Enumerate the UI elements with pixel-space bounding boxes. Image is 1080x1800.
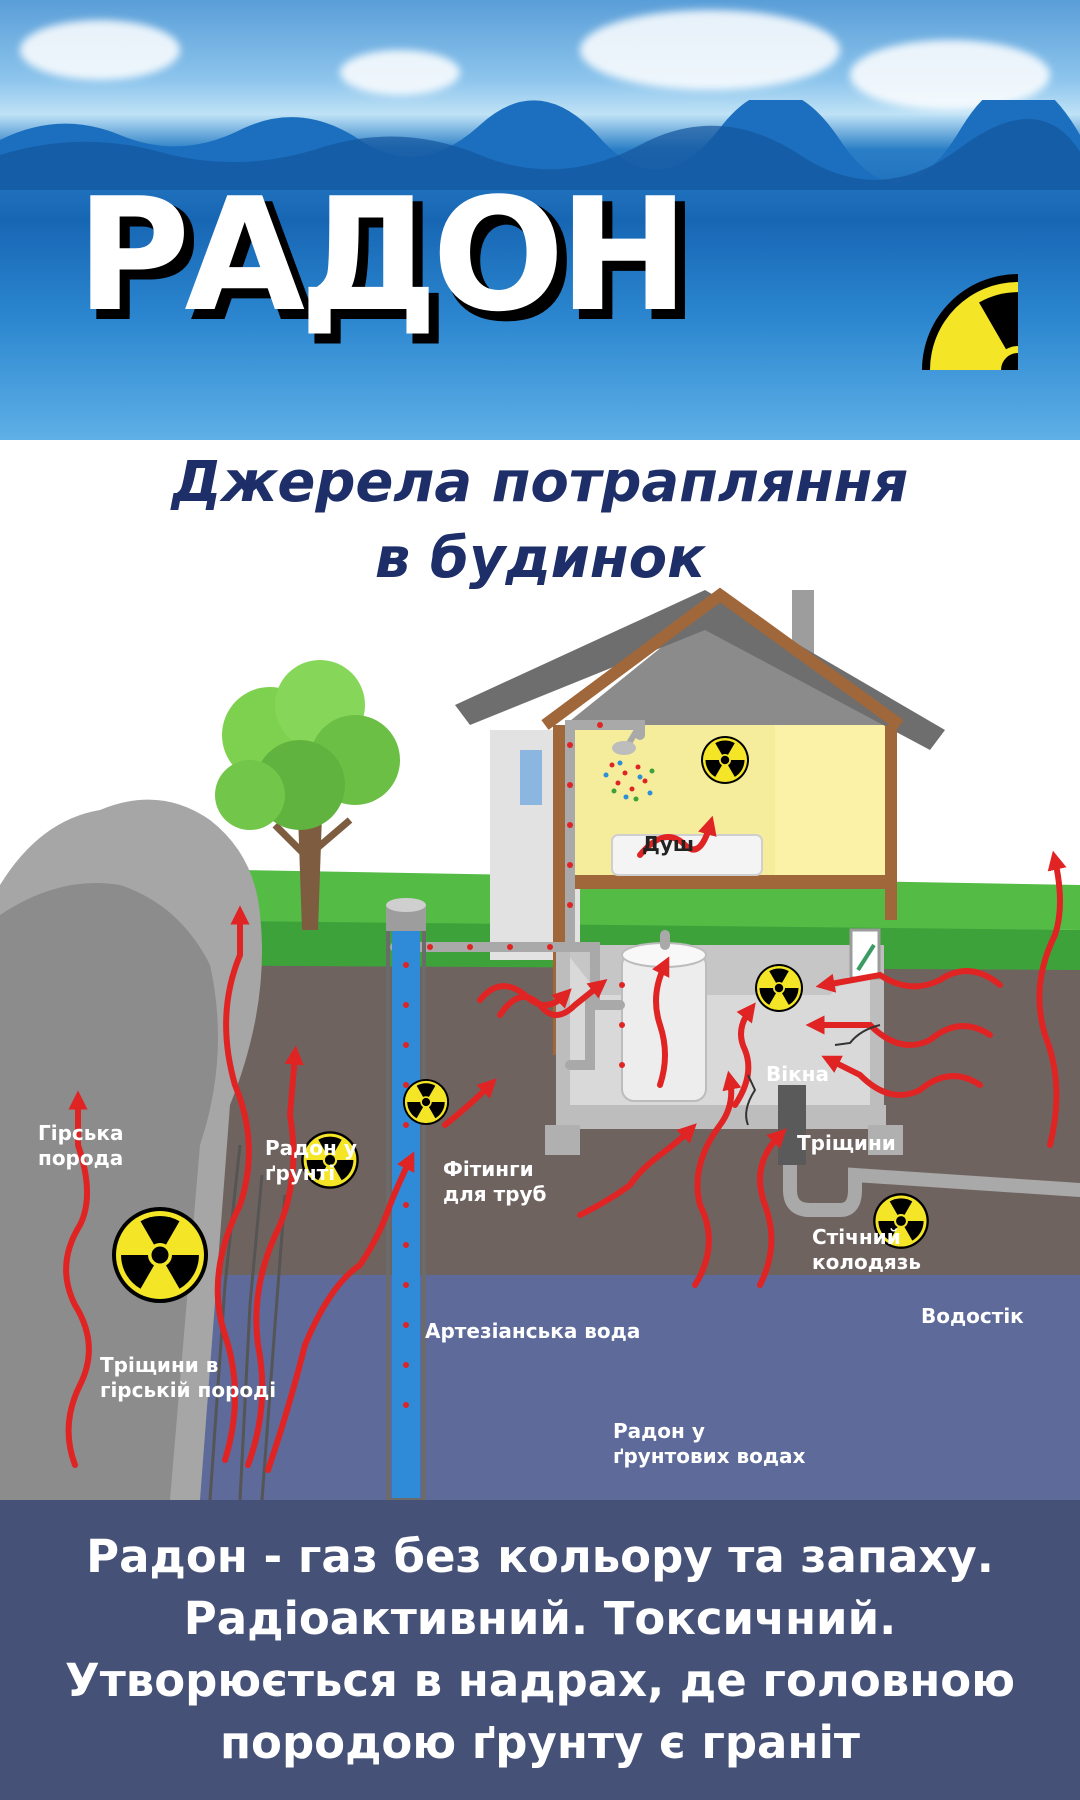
subtitle: Джерела потрапляння в будинок	[0, 445, 1080, 597]
water-surface	[0, 100, 1080, 190]
label-line: Фітинги	[443, 1157, 534, 1181]
footer-text: Радон - газ без кольору та запаху. Радіо…	[0, 1526, 1080, 1774]
footer-line: Радон - газ без кольору та запаху.	[86, 1530, 994, 1583]
label-cracks: Тріщини	[797, 1131, 896, 1155]
radiation-icon	[818, 170, 1018, 370]
tree-icon	[215, 660, 400, 930]
label-soil-radon: Радон у ґрунті	[265, 1136, 357, 1186]
rock-cracks	[208, 1144, 287, 1500]
label-sewer: Стічний колодязь	[812, 1225, 921, 1275]
radon-sources-diagram	[0, 587, 1080, 1500]
cloud-decoration	[850, 40, 1050, 110]
wall-crack	[834, 1024, 881, 1046]
subtitle-line: Джерела потрапляння	[171, 450, 909, 515]
radiation-icon	[755, 964, 803, 1012]
label-line: для труб	[443, 1182, 547, 1206]
footer-line: Утворюється в надрах, де головною	[65, 1654, 1015, 1707]
label-line: гірській породі	[100, 1378, 277, 1402]
rock-shadow	[0, 883, 218, 1500]
artesian-well	[386, 898, 426, 1500]
label-line: Радон у	[613, 1419, 705, 1443]
header-banner: РАДОН	[0, 0, 1080, 440]
radon-arrow-icon	[63, 815, 1067, 1473]
radiation-icon	[402, 1078, 450, 1126]
footer-line: Радіоактивний. Токсичний.	[183, 1592, 897, 1645]
label-line: Тріщини в	[100, 1353, 219, 1377]
label-line: Радон у	[265, 1136, 357, 1160]
poster-title: РАДОН	[76, 164, 689, 346]
label-drain: Водостік	[921, 1304, 1024, 1328]
label-groundwater: Радон у ґрунтових водах	[613, 1419, 805, 1469]
label-rock-cracks: Тріщини в гірській породі	[100, 1353, 276, 1403]
subtitle-line: в будинок	[374, 526, 706, 591]
label-rock: Гірська порода	[38, 1121, 124, 1171]
radiation-icon	[112, 1207, 208, 1303]
sewer-well	[778, 1085, 806, 1165]
label-line: порода	[38, 1146, 124, 1170]
label-fittings: Фітинги для труб	[443, 1157, 547, 1207]
label-line: ґрунтових водах	[613, 1444, 806, 1468]
label-shower: Душ	[642, 832, 695, 856]
cloud-decoration	[340, 50, 460, 95]
floor-crack	[745, 1074, 757, 1126]
cloud-decoration	[580, 10, 840, 90]
label-line: колодязь	[812, 1250, 921, 1274]
label-line: Стічний	[812, 1225, 901, 1249]
radiation-icon	[701, 736, 749, 784]
cloud-decoration	[20, 20, 180, 80]
shower-icon	[603, 723, 655, 802]
footer-banner: Радон - газ без кольору та запаху. Радіо…	[0, 1500, 1080, 1800]
label-line: ґрунті	[265, 1161, 336, 1185]
radon-particles	[427, 722, 625, 1068]
footer-line: породою ґрунту є граніт	[219, 1716, 861, 1769]
label-artesian: Артезіанська вода	[425, 1319, 641, 1343]
label-windows: Вікна	[766, 1062, 829, 1086]
label-line: Гірська	[38, 1121, 124, 1145]
